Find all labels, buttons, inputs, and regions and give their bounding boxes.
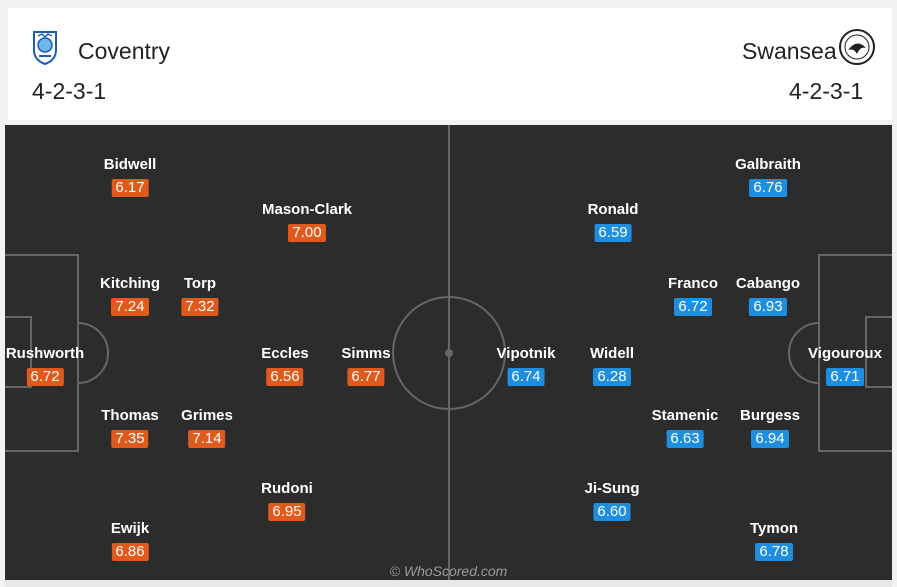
player-rating: 6.77	[347, 368, 385, 386]
player-name[interactable]: Vigouroux	[808, 345, 882, 362]
away-team-name[interactable]: Swansea	[742, 38, 837, 64]
home-player[interactable]: Grimes 7.14	[181, 407, 233, 448]
away-player[interactable]: Vipotnik 6.74	[496, 345, 556, 386]
player-rating: 6.86	[111, 543, 149, 561]
player-rating: 7.35	[111, 430, 149, 448]
player-rating: 6.76	[749, 179, 787, 197]
player-name[interactable]: Galbraith	[735, 156, 801, 173]
player-name[interactable]: Burgess	[739, 407, 801, 424]
home-player[interactable]: Ewijk 6.86	[111, 520, 149, 561]
away-player[interactable]: Burgess 6.94	[740, 407, 800, 448]
home-player[interactable]: Bidwell 6.17	[103, 156, 157, 197]
player-rating: 7.24	[111, 298, 149, 316]
player-name[interactable]: Torp	[183, 275, 217, 292]
player-rating: 7.14	[188, 430, 226, 448]
player-rating: 6.94	[751, 430, 789, 448]
home-goal-area	[5, 316, 32, 388]
away-player[interactable]: Galbraith 6.76	[735, 156, 801, 197]
swansea-crest-icon	[839, 29, 875, 65]
player-rating: 6.28	[593, 368, 631, 386]
pitch-lines	[5, 125, 892, 580]
player-rating: 7.00	[288, 224, 326, 242]
away-goal-area	[865, 316, 892, 388]
home-player[interactable]: Kitching 7.24	[100, 275, 160, 316]
player-rating: 6.17	[111, 179, 149, 197]
player-name[interactable]: Franco	[667, 275, 719, 292]
player-name[interactable]: Ewijk	[110, 520, 150, 537]
away-player[interactable]: Franco 6.72	[668, 275, 718, 316]
player-name[interactable]: Rushworth	[5, 345, 85, 362]
home-formation: 4-2-3-1	[32, 78, 107, 104]
home-player[interactable]: Rushworth 6.72	[6, 345, 84, 386]
player-rating: 6.78	[755, 543, 793, 561]
player-name[interactable]: Ronald	[587, 201, 639, 218]
home-penalty-area	[5, 254, 79, 452]
player-rating: 6.72	[26, 368, 64, 386]
away-player[interactable]: Tymon 6.78	[750, 520, 798, 561]
home-player[interactable]: Mason-Clark 7.00	[262, 201, 352, 242]
away-penalty-arc	[788, 322, 820, 384]
player-name[interactable]: Cabango	[735, 275, 801, 292]
player-name[interactable]: Ji-Sung	[584, 480, 640, 497]
away-player[interactable]: Cabango 6.93	[736, 275, 800, 316]
home-player[interactable]: Torp 7.32	[181, 275, 219, 316]
player-name[interactable]: Bidwell	[103, 156, 157, 173]
player-rating: 6.95	[268, 503, 306, 521]
player-name[interactable]: Mason-Clark	[261, 201, 353, 218]
bottom-strip	[5, 580, 892, 587]
player-name[interactable]: Eccles	[261, 345, 309, 362]
player-rating: 6.93	[749, 298, 787, 316]
coventry-crest-icon	[33, 31, 57, 66]
player-name[interactable]: Widell	[589, 345, 635, 362]
center-spot	[445, 349, 453, 357]
player-rating: 6.74	[507, 368, 545, 386]
player-name[interactable]: Stamenic	[651, 407, 719, 424]
away-player[interactable]: Ronald 6.59	[587, 201, 639, 242]
home-player[interactable]: Eccles 6.56	[261, 345, 309, 386]
away-player[interactable]: Ji-Sung 6.60	[585, 480, 640, 521]
away-penalty-area	[818, 254, 892, 452]
away-player[interactable]: Stamenic 6.63	[651, 407, 719, 448]
away-formation: 4-2-3-1	[789, 78, 864, 104]
home-player[interactable]: Rudoni 6.95	[261, 480, 313, 521]
player-rating: 6.63	[666, 430, 704, 448]
away-player[interactable]: Widell 6.28	[590, 345, 634, 386]
home-penalty-arc	[77, 322, 109, 384]
player-rating: 6.59	[594, 224, 632, 242]
player-rating: 6.60	[593, 503, 631, 521]
away-player[interactable]: Vigouroux 6.71	[808, 345, 882, 386]
player-name[interactable]: Vipotnik	[496, 345, 556, 362]
player-name[interactable]: Grimes	[181, 407, 233, 424]
player-rating: 6.56	[266, 368, 304, 386]
player-name[interactable]: Tymon	[749, 520, 799, 537]
player-name[interactable]: Thomas	[101, 407, 159, 424]
player-rating: 7.32	[181, 298, 219, 316]
home-team-name[interactable]: Coventry	[78, 38, 171, 64]
player-name[interactable]: Simms	[341, 345, 391, 362]
player-name[interactable]: Rudoni	[261, 480, 313, 497]
center-circle	[392, 296, 506, 410]
player-rating: 6.71	[826, 368, 864, 386]
match-header: Coventry 4-2-3-1 Swansea 4-2-3-1	[8, 8, 892, 120]
player-name[interactable]: Kitching	[100, 275, 160, 292]
home-player[interactable]: Simms 6.77	[341, 345, 391, 386]
home-player[interactable]: Thomas 7.35	[101, 407, 159, 448]
player-rating: 6.72	[674, 298, 712, 316]
watermark: © WhoScored.com	[389, 563, 508, 579]
